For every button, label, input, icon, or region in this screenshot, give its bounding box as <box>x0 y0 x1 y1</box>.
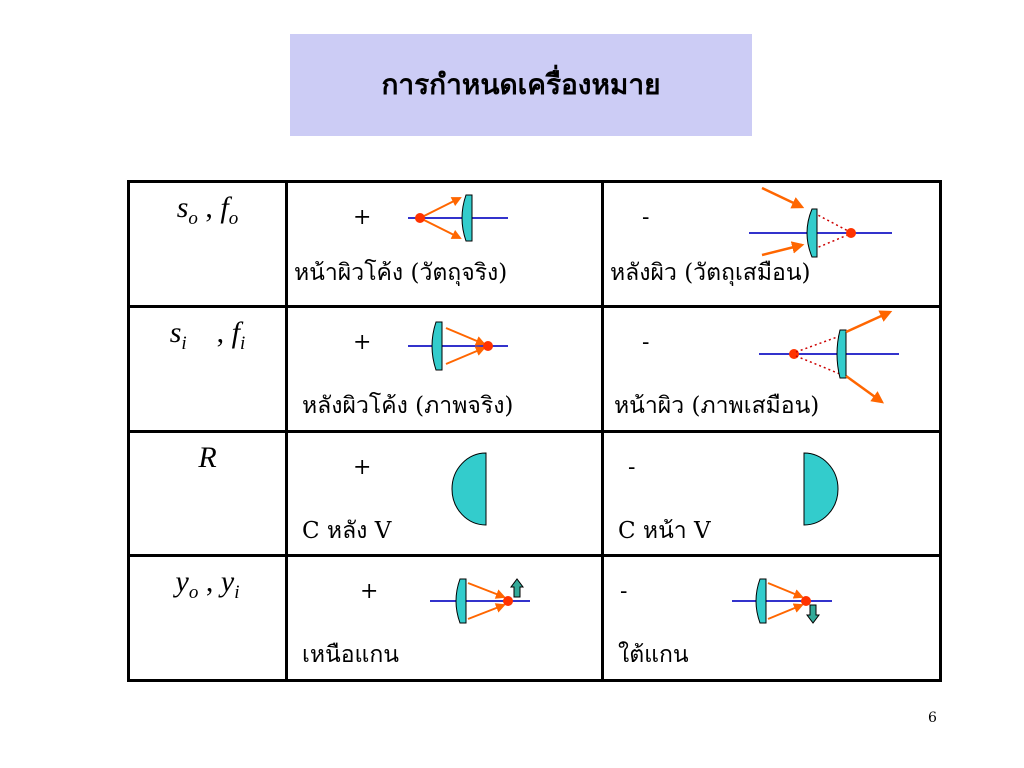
minus-sign: - <box>620 579 628 605</box>
caption: เหนือแกน <box>302 642 400 669</box>
minus-sign: - <box>628 454 636 480</box>
table-row-height: yo , yi + เหนือแกน - <box>127 554 942 682</box>
virtual-object-diagram <box>749 186 892 258</box>
symbol-cell: R <box>127 429 288 558</box>
table-row-object: so , fo + หน้าผิวโค้ง (วัตถุจริง) - <box>127 180 942 308</box>
real-image-diagram <box>408 321 508 371</box>
caption: C หน้า V <box>618 517 711 544</box>
caption: C หลัง V <box>302 517 392 544</box>
inverted-height-diagram <box>732 578 832 625</box>
positive-cell: + หลังผิวโค้ง (ภาพจริง) <box>285 304 604 433</box>
caption: หน้าผิว (ภาพเสมือน) <box>614 392 820 419</box>
title-box: การกำหนดเครื่องหมาย <box>290 34 752 136</box>
positive-cell: + เหนือแกน <box>285 554 604 682</box>
minus-sign: - <box>642 205 650 230</box>
plus-sign: + <box>353 329 372 355</box>
concave-surface-diagram <box>803 451 839 526</box>
convex-surface-diagram <box>451 451 487 526</box>
symbol-so-fo: so , fo <box>176 191 239 229</box>
caption: หน้าผิวโค้ง (วัตถุจริง) <box>294 260 508 286</box>
symbol-si-fi: si , fi <box>169 315 246 354</box>
positive-cell: + C หลัง V <box>285 429 604 558</box>
sign-convention-table: so , fo + หน้าผิวโค้ง (วัตถุจริง) - <box>127 180 942 682</box>
negative-cell: - ใต้แกน <box>601 554 942 682</box>
plus-sign: + <box>353 205 372 230</box>
plus-sign: + <box>353 454 372 480</box>
symbol-cell: so , fo <box>127 180 288 308</box>
positive-cell: + หน้าผิวโค้ง (วัตถุจริง) <box>285 180 604 308</box>
symbol-cell: yo , yi <box>127 554 288 682</box>
symbol-cell: si , fi <box>127 304 288 433</box>
caption: หลังผิว (วัตถุเสมือน) <box>610 260 811 286</box>
real-object-diagram <box>408 194 508 242</box>
table-row-radius: R + C หลัง V - C หน้า V <box>127 429 942 558</box>
slide-title: การกำหนดเครื่องหมาย <box>381 68 661 101</box>
plus-sign: + <box>360 579 379 605</box>
symbol-yo-yi: yo , yi <box>175 565 240 604</box>
upright-height-diagram <box>430 578 530 624</box>
table-row-image: si , fi + หลังผิวโค้ง (ภาพจริง) - <box>127 304 942 433</box>
page-number: 6 <box>928 710 937 726</box>
symbol-r: R <box>198 440 217 474</box>
negative-cell: - หน้าผิว (ภาพเสมือน) <box>601 304 942 433</box>
caption: หลังผิวโค้ง (ภาพจริง) <box>302 392 514 419</box>
caption: ใต้แกน <box>618 642 689 669</box>
minus-sign: - <box>642 329 650 355</box>
virtual-image-diagram <box>759 310 899 404</box>
negative-cell: - หลังผิว (วัตถุเสมือน) <box>601 180 942 308</box>
negative-cell: - C หน้า V <box>601 429 942 558</box>
